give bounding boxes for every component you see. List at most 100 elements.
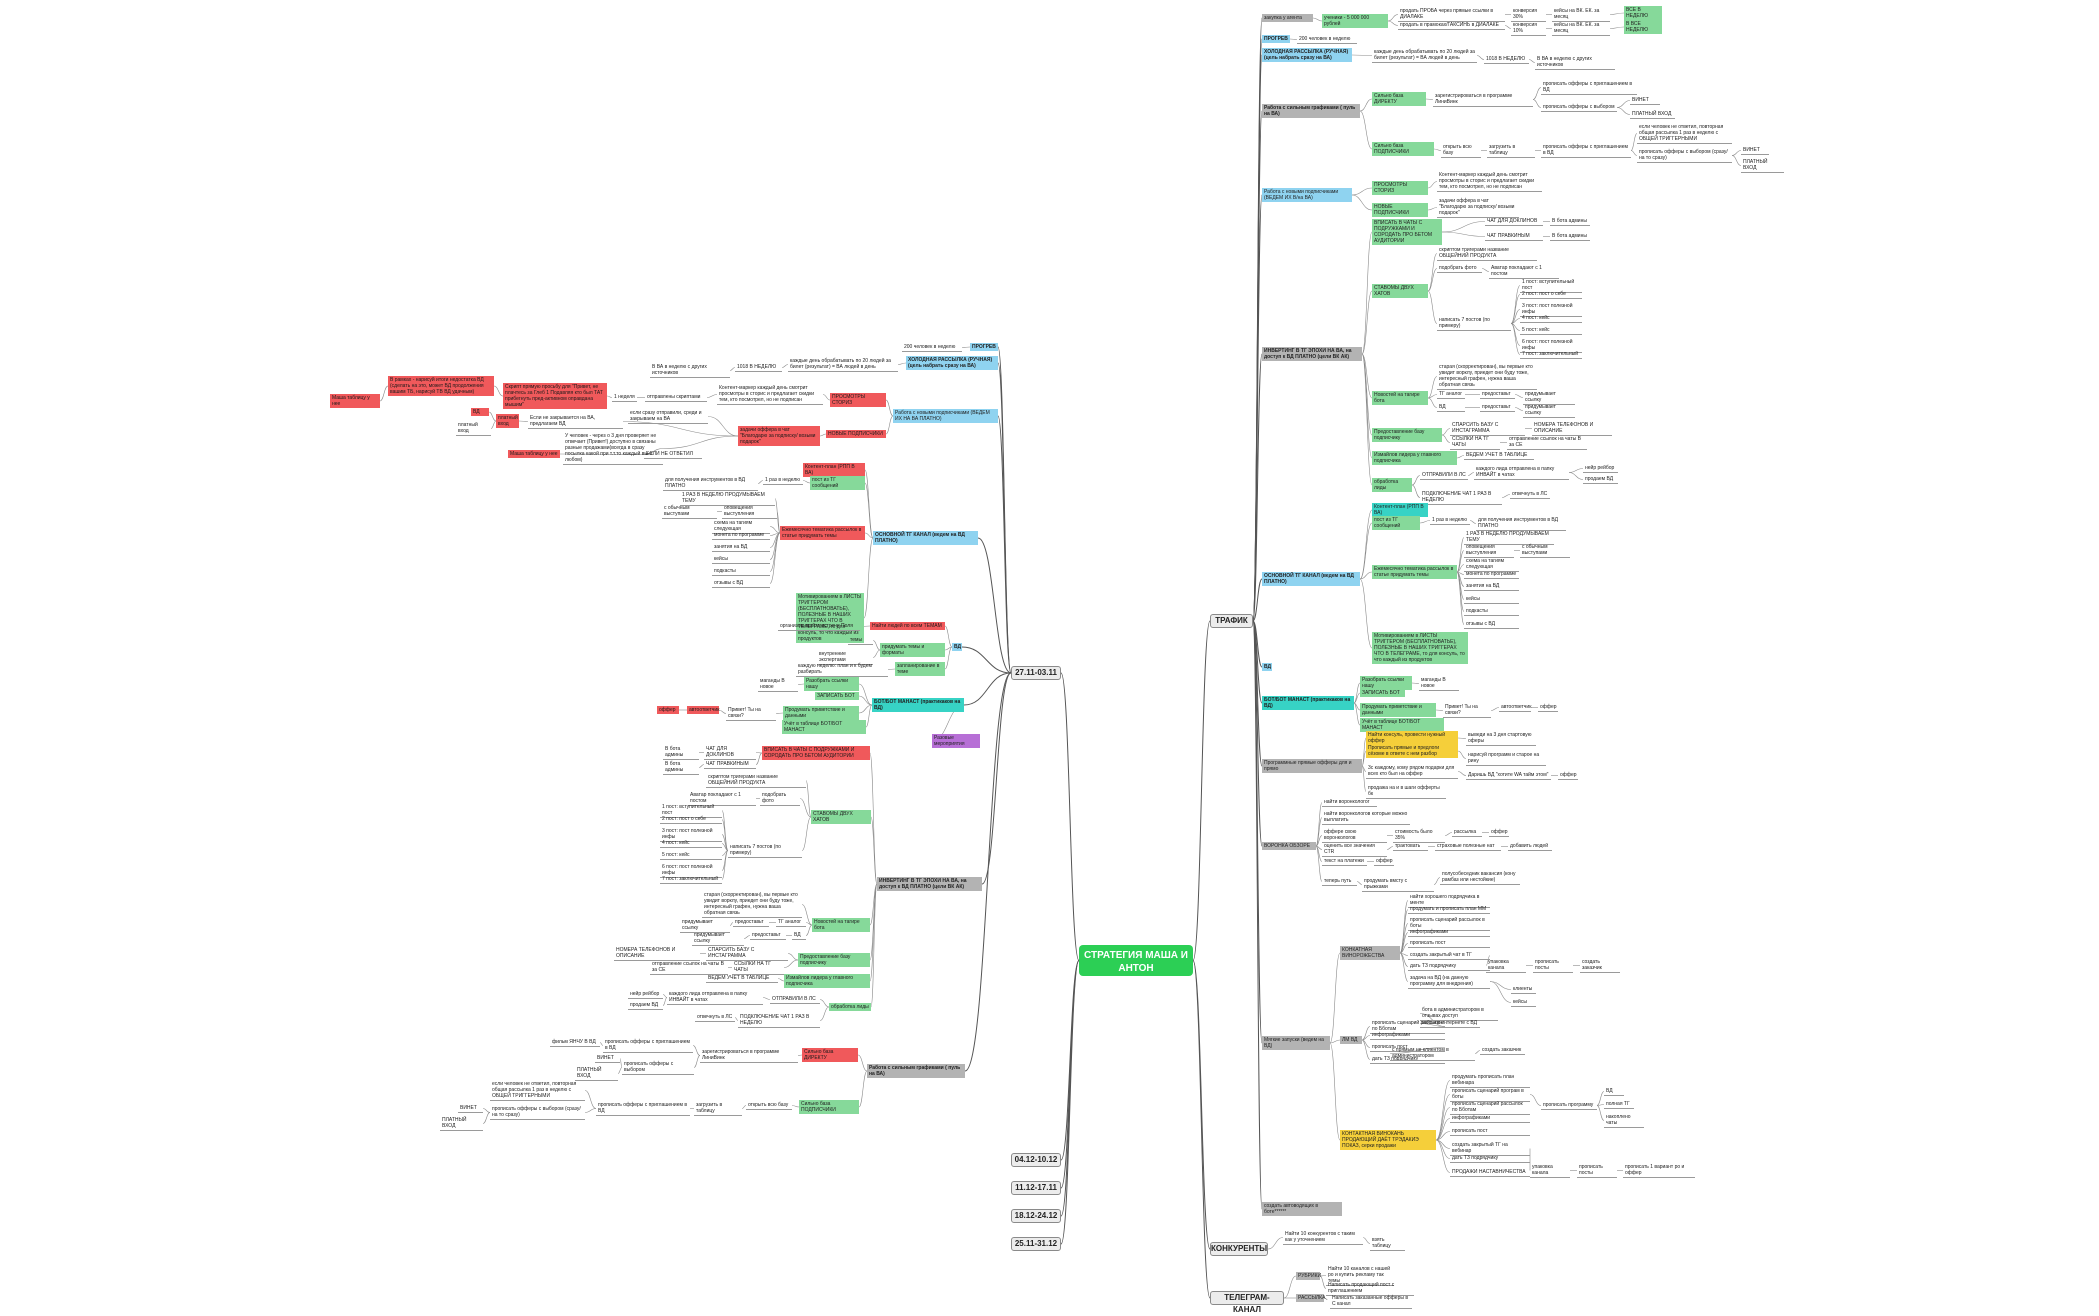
node-project-a-item-4[interactable]: инфографиками (1408, 928, 1490, 937)
left-graph-b3[interactable]: прописать офферы с приглашением в ВД (596, 1101, 690, 1116)
left-invest[interactable]: ИНВЕРТИНГ В ТГ ЭПОХИ НА ВА, на доступ к … (877, 877, 982, 891)
node-project-a-item-1[interactable]: найти хорошего подрядчика в менте (1408, 893, 1490, 908)
left-subs-b[interactable]: НОВЫЕ ПОДПИСЧИКИ (826, 430, 886, 438)
node-graph-a1x[interactable]: прописать офферы с приглашением в ВД (1541, 80, 1637, 95)
left-mailing-a[interactable]: каждые день обрабатывать по 20 людей за … (788, 357, 898, 372)
left-subs-b3[interactable]: Если не закрывается на ВА, предлагаем ВД (528, 414, 623, 429)
node-channel-b1[interactable]: 1 раз в неделю (1430, 516, 1470, 525)
node-invest-d1[interactable]: СПАРСИТЬ БАЗУ С ИНСТАГРАММА (1450, 421, 1525, 436)
node-funnel-d[interactable]: оценить все значения CTR (1322, 842, 1387, 857)
left-graph-a1y1[interactable]: ВИНЕТ (595, 1054, 620, 1063)
left-mailing-b[interactable]: 1018 В НЕДЕЛЮ (735, 363, 782, 372)
node-graph-b3b1[interactable]: ВИНЕТ (1741, 146, 1769, 155)
node-project-c6z[interactable]: прописать 1 вариант ро и оффер (1623, 1163, 1695, 1178)
left-vd-a1[interactable]: организовывайте встречи Поля (778, 622, 860, 631)
node-vd[interactable]: ВД (1262, 663, 1272, 671)
node-invest-a2[interactable]: ЧАТ ПРАВКИНЫМ (1485, 232, 1543, 241)
hub-telegram[interactable]: ТЕЛЕГРАМ-КАНАЛ (1210, 1291, 1284, 1314)
left-channel-item-1[interactable]: схема на тагиям следующая (712, 519, 770, 534)
left-subs-b8[interactable]: Маша таблицу у нее (508, 450, 560, 458)
node-project[interactable]: Мягкие запуски (ведем на ВД) (1262, 1036, 1330, 1050)
node-project-a-item-6[interactable]: создать закрытый чат в ТГ (1408, 951, 1490, 960)
node-project-b-item-4[interactable]: дать ТЗ подрядчику (1370, 1055, 1445, 1064)
node-bot-a[interactable]: Разобрать ссылки нашу (1360, 676, 1412, 690)
node-project-a-h1[interactable]: клиенты (1511, 985, 1536, 994)
left-graph-b3b2[interactable]: ПЛАТНЫЙ ВХОД (440, 1116, 483, 1131)
node-project-c6y[interactable]: прописать посты (1577, 1163, 1617, 1178)
left-invest-c3x[interactable]: предоставьт (750, 931, 786, 940)
left-channel-c[interactable]: Ежемесячно тематика рассылок в статье пр… (780, 526, 865, 540)
left-invest-d1[interactable]: СПАРСИТЬ БАЗУ С ИНСТАГРАММА (706, 946, 788, 961)
node-invest-c[interactable]: Новостей на тагире бота (1372, 391, 1428, 405)
node-graph-b3[interactable]: прописать офферы с приглашением в ВД (1541, 143, 1631, 158)
left-invest-c2[interactable]: ТГ аналог (776, 918, 806, 927)
node-sales-c[interactable]: 3с каждому, кому рядом подарки для всех … (1366, 764, 1458, 779)
node-funnel-d3[interactable]: добавить людей (1508, 842, 1552, 851)
node-subs[interactable]: Работа с новыми подписчиками (ВЕДЕМ ИХ В… (1262, 188, 1352, 202)
node-channel-item-6[interactable]: отзывы с ВД (1464, 620, 1519, 629)
node-graph-b3b[interactable]: прописать офферы с выбором (сразу/на то … (1637, 148, 1732, 163)
left-subs-b5[interactable]: платный вход (496, 414, 519, 428)
left-graph-b[interactable]: Сильно база ПОДПИСЧИКИ (799, 1100, 859, 1114)
left-warm[interactable]: ПРОГРЕВ (970, 343, 998, 351)
node-agent-b1y[interactable]: кейсы на ВК. ЕК. за месяц (1552, 7, 1610, 22)
node-sales-c1x[interactable]: оффер (1558, 772, 1578, 780)
node-project-b3x[interactable]: с прямым не клиентом в администратором (1390, 1046, 1475, 1061)
left-vd-c[interactable]: запланирование в теме (895, 662, 945, 676)
left-invest-f2x[interactable]: отвечнуть в ЛС (695, 1013, 735, 1022)
left-bot-a1[interactable]: маганды В новое (758, 677, 798, 692)
left-invest-a1[interactable]: ЧАТ ДЛЯ ДОКЛИНОВ (704, 745, 756, 760)
left-subs-b4[interactable]: ВД (471, 408, 489, 416)
left-subs-a3[interactable]: отправлены скриптами (645, 393, 707, 402)
hub-week-1[interactable]: 27.11-03.11 (1011, 666, 1061, 680)
left-bot-c1y[interactable]: оффер (657, 706, 679, 714)
left-invest-f[interactable]: обработка лиды (829, 1003, 871, 1011)
left-invest-a1x[interactable]: В бота админы (663, 745, 699, 760)
node-tg-rubrics[interactable]: РУБРИКИ (1296, 1272, 1322, 1280)
node-sales-a[interactable]: Найти консуль, провести нужный оффер (1366, 731, 1458, 745)
left-invest-b2[interactable]: подобрать фото (760, 791, 800, 806)
node-invest-b1[interactable]: скриптом тригерами название ОБЩЕЙНИЙ ПРО… (1437, 246, 1537, 261)
node-channel[interactable]: ОСНОВНОЙ ТГ КАНАЛ (ведем на ВД ПЛАТНО) (1262, 572, 1360, 586)
node-bot-b[interactable]: ЗАПИСАТЬ БОТ (1360, 689, 1405, 697)
node-invest-f2[interactable]: ПОДКЛЮЧЕНИЕ ЧАТ 1 РАЗ В НЕДЕЛЮ (1420, 490, 1502, 505)
left-vd-b[interactable]: придумать темы и форматы (880, 643, 945, 657)
left-invest-post-1[interactable]: 1 пост: вступительный пост (660, 803, 722, 818)
node-invest-f1c[interactable]: продаем ВД (1583, 475, 1618, 484)
node-graph-b3b2[interactable]: ПЛАТНЫЙ ВХОД (1741, 158, 1784, 173)
left-subs-b2[interactable]: если сразу отправили, среди и закрываем … (628, 409, 708, 424)
node-project-a-e1[interactable]: упаковка канала (1486, 958, 1526, 973)
left-channel-d[interactable]: Мотивированиям в ЛИСТЫ ТРИГГЕРОМ (БЕСПЛА… (796, 593, 864, 643)
node-competitors-a[interactable]: Найти 10 конкурентов с таким как у уточн… (1283, 1230, 1363, 1245)
node-mailing-c[interactable]: В ВА в неделю с других источников (1535, 55, 1615, 70)
node-agent-b2[interactable]: продать в прамоках/ГАКСИНЬ в ДИАЛАКЕ (1398, 21, 1505, 30)
node-invest-a1x[interactable]: В бота админы (1550, 217, 1590, 226)
left-channel-c1[interactable]: 1 РАЗ В НЕДЕЛЮ ПРОДУМЫВАЕМ ТЕМУ (680, 491, 775, 506)
node-invest-e1[interactable]: ВЕДЕМ УЧЕТ В ТАБЛИЦЕ (1464, 451, 1534, 460)
node-invest-post-6[interactable]: 6 пост: пост полезной инфы (1520, 338, 1582, 353)
left-invest-c3[interactable]: ВД (792, 931, 806, 940)
left-graph-b1[interactable]: открыть всю базу (746, 1101, 792, 1110)
left-channel-c2[interactable]: с обычным выступами (662, 504, 717, 519)
left-invest-d2x[interactable]: отправление ссылок на чаты В за СЕ (650, 960, 728, 975)
node-project-c-item-2[interactable]: прописать сценарий програм в боты (1450, 1087, 1530, 1102)
node-funnel-d1[interactable]: трактовать (1393, 842, 1428, 851)
left-invest-d2[interactable]: ССЫЛКИ НА ТГ ЧАТЫ (732, 960, 784, 975)
node-project-b1y[interactable]: кейсы в интернете с ВД (1420, 1019, 1480, 1028)
node-invest-b2[interactable]: подобрать фото (1437, 264, 1482, 273)
left-invest-c[interactable]: Новостей на тагире бота (812, 918, 870, 932)
node-mailing[interactable]: ХОЛОДНАЯ РАССЫЛКА (РУЧНАЯ) (цель набрать… (1262, 48, 1352, 62)
node-project-c6x[interactable]: упаковка канала (1530, 1163, 1570, 1178)
node-channel-item-3[interactable]: занятия на ВД (1464, 582, 1519, 591)
node-channel-c1[interactable]: 1 РАЗ В НЕДЕЛЮ ПРОДУМЫВАЕМ ТЕМУ (1464, 530, 1554, 545)
left-bot-b[interactable]: ЗАПИСАТЬ БОТ (815, 692, 859, 700)
left-invest-a2[interactable]: ЧАТ ПРАВКИНЫМ (704, 760, 756, 769)
left-invest-b2x[interactable]: Аватар покладают с 1 постом (688, 791, 756, 806)
node-project-c2b[interactable]: полная ТГ (1604, 1100, 1634, 1109)
left-graph-b3b[interactable]: прописать офферы с выбором (сразу/на то … (490, 1105, 585, 1120)
left-invest-a2x[interactable]: В бота админы (663, 760, 699, 775)
node-channel-d[interactable]: Мотивированиям в ЛИСТЫ ТРИГГЕРОМ (БЕСПЛА… (1372, 632, 1468, 664)
node-agent-b1x[interactable]: конверсия 30% (1511, 7, 1546, 22)
node-invest-e[interactable]: Измайлов лидера у главного подписчика (1372, 451, 1457, 465)
left-subs-a6[interactable]: Маша таблицу у нее (330, 394, 380, 408)
